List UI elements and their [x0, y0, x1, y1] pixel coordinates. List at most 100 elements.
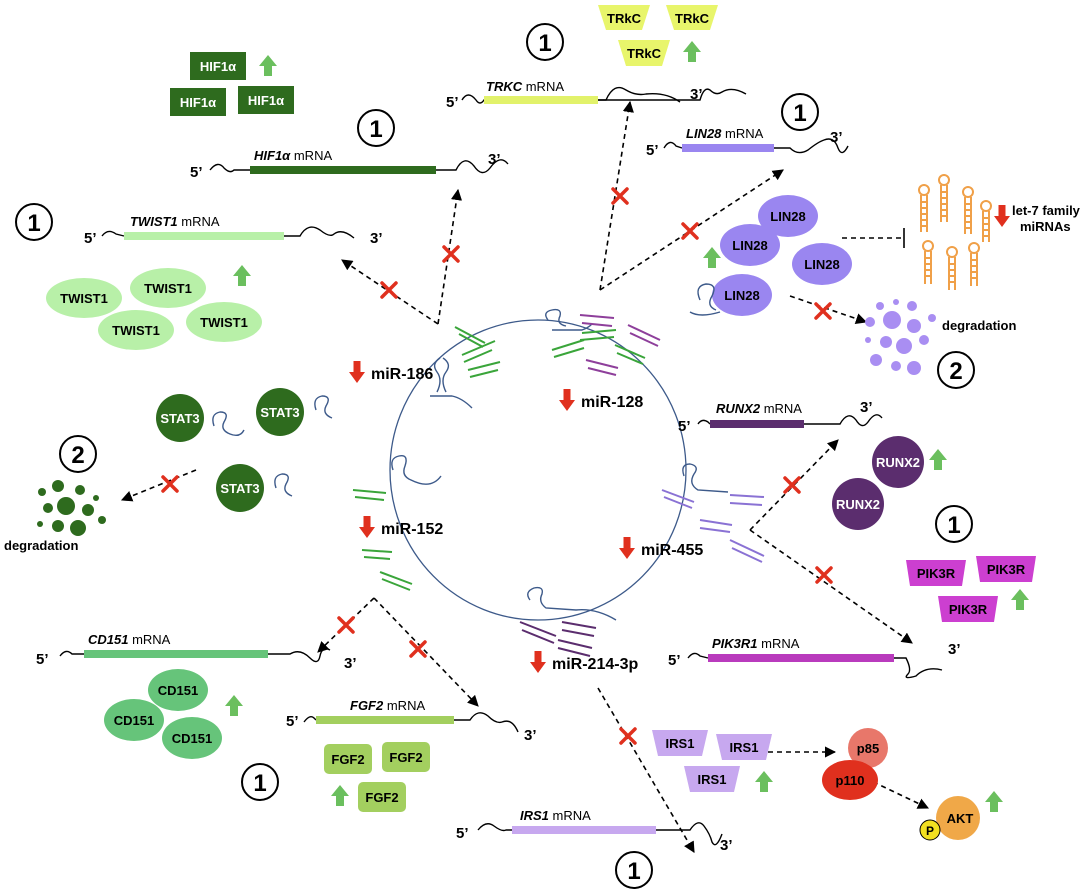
trkc-protein-label: TRkC: [675, 11, 710, 26]
mrna-hif1a-gene: HIF1α: [254, 148, 291, 163]
arrow-to-irs1: [597, 687, 695, 853]
let7-hairpin: [968, 242, 980, 286]
mir186-text: miR-186: [371, 366, 433, 383]
mrna-pik3r1-gene: PIK3R1: [712, 636, 758, 651]
trkc-protein: TRkC: [618, 40, 670, 66]
marker-one: 1: [781, 93, 819, 131]
marker-one-label: 1: [793, 100, 806, 127]
up-arrow-icon: [929, 449, 947, 470]
up-arrow-icon: [259, 55, 277, 76]
hif1a-proteins: HIF1α HIF1α HIF1α: [170, 52, 294, 116]
mirna-circle: [389, 319, 687, 621]
irs1-protein-label: IRS1: [730, 740, 759, 755]
hif1a-protein: HIF1α: [190, 52, 246, 80]
mrna-twist1-gene: TWIST1: [130, 214, 178, 229]
block-mark: [380, 281, 398, 299]
irs1-protein: IRS1: [716, 734, 772, 760]
twist1-protein: TWIST1: [186, 302, 262, 342]
lin28-protein-label: LIN28: [804, 257, 839, 272]
akt-protein: AKT: [936, 796, 980, 840]
marker-one-label: 1: [253, 770, 266, 797]
mrna-runx2-suffix: mRNA: [760, 401, 802, 416]
block-mark: [161, 475, 179, 493]
hif1a-protein: HIF1α: [238, 86, 294, 114]
marker-one: 1: [935, 505, 973, 543]
marker-one: 1: [615, 851, 653, 889]
akt-label: AKT: [947, 811, 974, 826]
mrna-runx2: 5’ 3’ RUNX2 mRNA: [678, 399, 883, 435]
lin28-protein-label: LIN28: [770, 209, 805, 224]
lin28-bound-mirna: [689, 283, 721, 316]
pi3k-akt: p85 p110 AKT P: [822, 728, 1003, 841]
mir214-text: miR-214-3p: [552, 656, 638, 673]
marker-one: 1: [526, 23, 564, 61]
mir152-duplex: [352, 455, 442, 591]
marker-one-label: 1: [538, 30, 551, 57]
mrna-pik3r1-3prime: 3’: [948, 641, 961, 658]
twist1-protein: TWIST1: [130, 268, 206, 308]
arrow-to-trkc: [599, 100, 634, 291]
mir186-duplex: [430, 326, 501, 409]
marker-two-label: 2: [949, 358, 962, 385]
down-arrow-icon: [359, 516, 375, 538]
marker-two: 2: [937, 351, 975, 389]
fgf2-protein-label: FGF2: [389, 750, 422, 765]
mrna-twist1-5prime: 5’: [84, 230, 97, 247]
down-arrow-icon: [619, 537, 635, 559]
stat3-protein-label: STAT3: [220, 481, 259, 496]
mrna-cd151-suffix: mRNA: [128, 632, 170, 647]
up-arrow-icon: [985, 791, 1003, 812]
marker-one: 1: [241, 763, 279, 801]
arrow-lin28-degradation: [789, 295, 868, 325]
block-mark: [442, 245, 460, 263]
pik3r-protein-label: PIK3R: [987, 562, 1026, 577]
mrna-cd151-gene: CD151: [88, 632, 128, 647]
runx2-proteins: RUNX2 RUNX2: [832, 436, 947, 530]
marker-one: 1: [357, 109, 395, 147]
up-arrow-icon: [331, 785, 349, 806]
stat3-degradation: degradation: [4, 480, 106, 553]
irs1-protein: IRS1: [652, 730, 708, 756]
twist1-protein-label: TWIST1: [112, 323, 160, 338]
mrna-fgf2-3prime: 3’: [524, 727, 537, 744]
mrna-trkc-gene: TRKC: [486, 79, 523, 94]
lin28-protein-label: LIN28: [732, 238, 767, 253]
twist1-protein-label: TWIST1: [144, 281, 192, 296]
irs1-protein: IRS1: [684, 766, 740, 792]
fgf2-protein-label: FGF2: [365, 790, 398, 805]
mrna-trkc-3prime: 3’: [690, 86, 703, 103]
mir455-text: miR-455: [641, 542, 703, 559]
mrna-runx2-3prime: 3’: [860, 399, 873, 416]
stat3-protein: STAT3: [256, 388, 304, 436]
up-arrow-icon: [755, 771, 773, 792]
let7-hairpin: [962, 186, 974, 234]
block-mark: [815, 566, 833, 584]
hif1a-protein-label: HIF1α: [180, 95, 216, 110]
pik3r-protein: PIK3R: [976, 556, 1036, 582]
mrna-trkc-5prime: 5’: [446, 94, 459, 111]
mrna-pik3r1-label: PIK3R1 mRNA: [712, 636, 800, 651]
arrow-to-fgf2: [373, 597, 479, 707]
mrna-irs1-5prime: 5’: [456, 825, 469, 842]
p85-label: p85: [857, 741, 879, 756]
down-arrow-icon: [994, 205, 1010, 227]
mrna-hif1a-3prime: 3’: [488, 151, 501, 168]
stat3-bound-mirna: [212, 395, 333, 497]
circled-markers: 1 1 1 1 2 2 1 1 1: [15, 23, 975, 889]
mrna-cd151-label: CD151 mRNA: [88, 632, 171, 647]
pik3r-protein-label: PIK3R: [949, 602, 988, 617]
mrna-fgf2-5prime: 5’: [286, 713, 299, 730]
mrna-lin28-suffix: mRNA: [721, 126, 763, 141]
cd151-proteins: CD151 CD151 CD151: [104, 669, 243, 759]
mrna-irs1-gene: IRS1: [520, 808, 549, 823]
mrna-twist1-3prime: 3’: [370, 230, 383, 247]
mrna-pik3r1-suffix: mRNA: [758, 636, 800, 651]
mrna-fgf2-label: FGF2 mRNA: [350, 698, 425, 713]
twist1-protein-label: TWIST1: [200, 315, 248, 330]
mrna-irs1-label: IRS1 mRNA: [520, 808, 591, 823]
stat3-protein: STAT3: [216, 464, 264, 512]
degradation-label: degradation: [4, 538, 78, 553]
trkc-proteins: TRkC TRkC TRkC: [598, 5, 718, 66]
lin28-proteins: LIN28 LIN28 LIN28 LIN28: [689, 195, 852, 316]
let7-label-line2: miRNAs: [1020, 219, 1071, 234]
